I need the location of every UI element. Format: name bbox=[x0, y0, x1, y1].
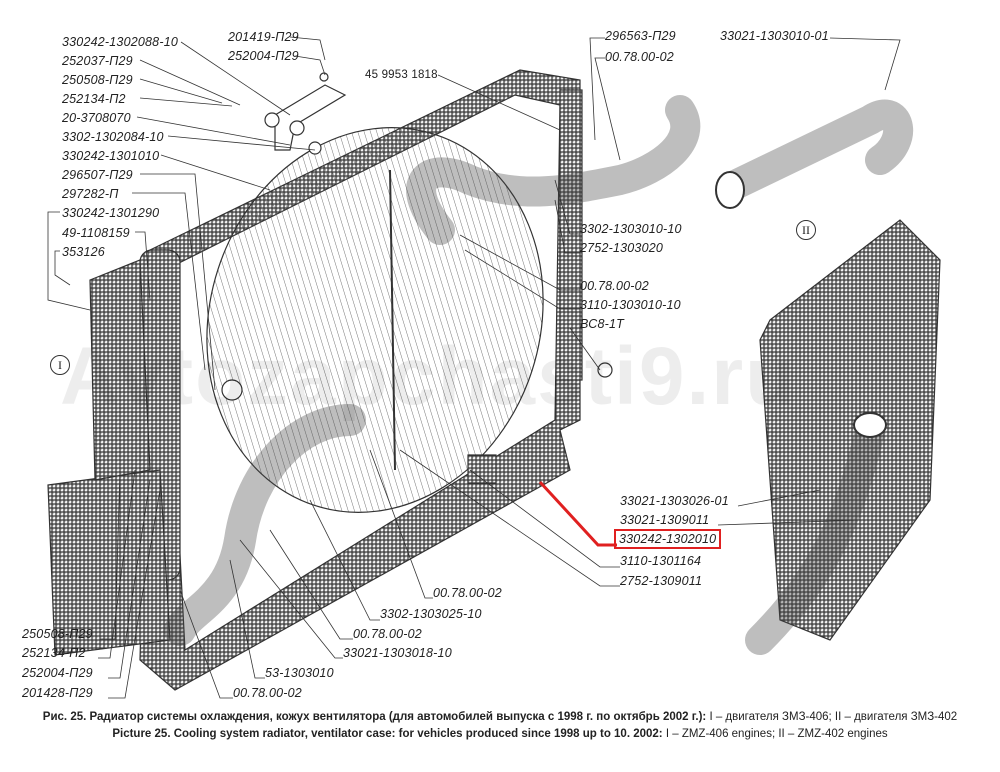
part-label: 296563-П29 bbox=[605, 29, 676, 43]
part-label: 33021-1309011 bbox=[620, 513, 710, 527]
part-label: 201419-П29 bbox=[228, 30, 299, 44]
part-label: 45 9953 1818 bbox=[365, 69, 438, 81]
part-label: 00.78.00-02 bbox=[353, 627, 422, 641]
variant2-shroud bbox=[759, 219, 941, 641]
part-label: 330242-1302088-10 bbox=[62, 35, 179, 49]
part-label: 252134-П2 bbox=[22, 646, 86, 660]
highlight-pointer bbox=[538, 480, 617, 547]
highlighted-part-label: 330242-1302010 bbox=[614, 529, 722, 549]
part-label: 3302-1302084-10 bbox=[62, 130, 164, 144]
part-label: 00.78.00-02 bbox=[580, 279, 649, 293]
cap-plug bbox=[221, 379, 243, 401]
part-label: 330242-1301010 bbox=[62, 149, 160, 163]
part-label: 00.78.00-02 bbox=[433, 586, 502, 600]
variant2-hose bbox=[720, 99, 913, 200]
variant-mark-1: I bbox=[50, 355, 70, 375]
part-label: 296507-П29 bbox=[62, 168, 133, 182]
part-label: 3110-1301164 bbox=[620, 554, 702, 568]
part-label: 33021-1303026-01 bbox=[620, 494, 729, 508]
part-label: 33021-1303018-10 bbox=[343, 646, 452, 660]
part-label: 20-3708070 bbox=[62, 111, 131, 125]
part-label: 00.78.00-02 bbox=[605, 50, 674, 64]
lower-hose bbox=[164, 404, 366, 646]
caption-en-variants: I – ZMZ-406 engines; II – ZMZ-402 engine… bbox=[662, 728, 888, 740]
part-label: 250508-П29 bbox=[62, 73, 133, 87]
part-label: 252037-П29 bbox=[62, 54, 133, 68]
watermark: Avtozapchasti9.ru bbox=[60, 331, 798, 422]
part-label: 53-1303010 bbox=[265, 666, 334, 680]
part-label: 252004-П29 bbox=[22, 666, 93, 680]
fan-opening bbox=[206, 127, 544, 513]
part-label: 49-1108159 bbox=[62, 226, 130, 240]
rubber-mount bbox=[467, 454, 497, 484]
caption-en-title: Picture 25. Cooling system radiator, ven… bbox=[112, 728, 663, 740]
part-label: 297282-П bbox=[62, 187, 119, 201]
variant2-hose-lower bbox=[745, 415, 885, 655]
part-label: 201428-П29 bbox=[22, 686, 93, 700]
caption-ru-title: Рис. 25. Радиатор системы охлаждения, ко… bbox=[42, 711, 707, 723]
part-label: 250508-П29 bbox=[22, 627, 93, 641]
part-label: 252134-П2 bbox=[62, 92, 126, 106]
upper-hose bbox=[406, 95, 701, 245]
radiator-right-tank bbox=[559, 89, 583, 381]
part-label: ВС8-1Т bbox=[580, 317, 624, 331]
part-label: 33021-1303010-01 bbox=[720, 29, 829, 43]
part-label: 3302-1303010-10 bbox=[580, 222, 682, 236]
part-label: 252004-П29 bbox=[228, 49, 299, 63]
caption-en: Picture 25. Cooling system radiator, ven… bbox=[0, 728, 1000, 740]
part-label: 2752-1309011 bbox=[620, 574, 703, 588]
part-label: 00.78.00-02 bbox=[233, 686, 302, 700]
part-label: 3110-1303010-10 bbox=[580, 298, 681, 312]
part-label: 330242-1301290 bbox=[62, 206, 160, 220]
part-label: 2752-1303020 bbox=[580, 241, 664, 255]
variant-mark-2: II bbox=[796, 220, 816, 240]
caption-ru-variants: I – двигателя ЗМЗ-406; II – двигателя ЗМ… bbox=[706, 711, 958, 723]
part-label: 3302-1303025-10 bbox=[380, 607, 482, 621]
part-label: 353126 bbox=[62, 245, 105, 259]
caption-ru: Рис. 25. Радиатор системы охлаждения, ко… bbox=[0, 711, 1000, 723]
